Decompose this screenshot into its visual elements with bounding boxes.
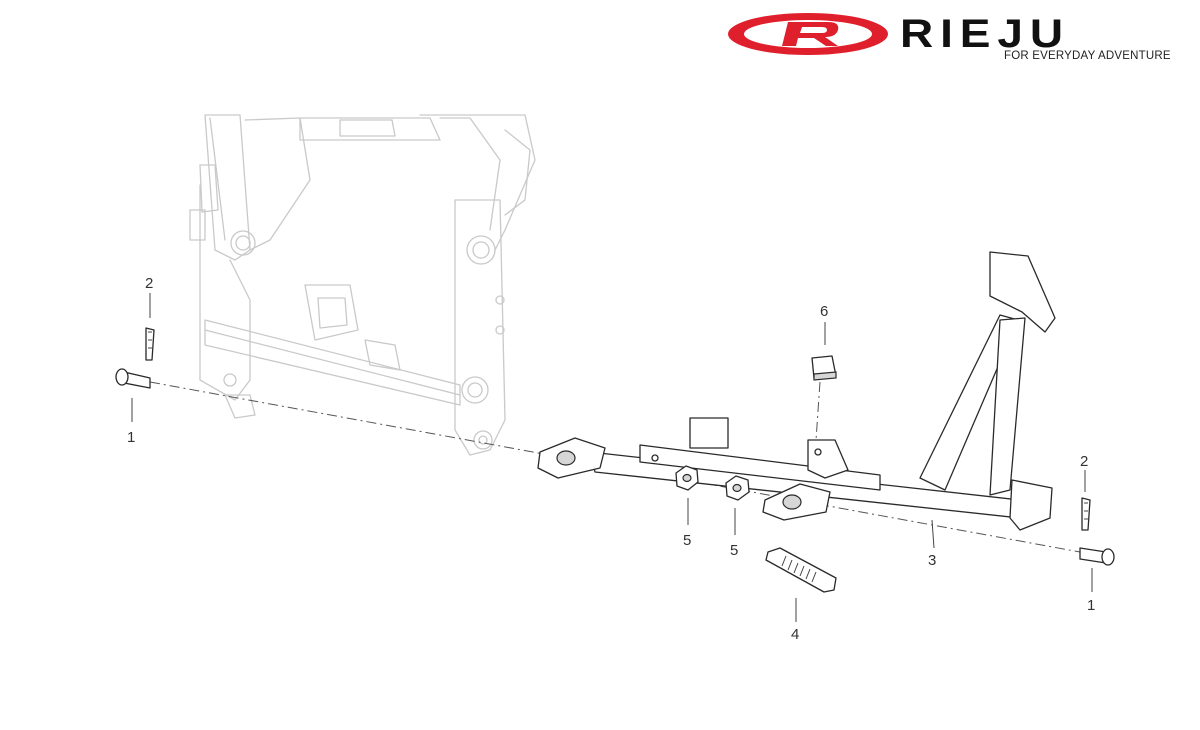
callout-nut-a: 5	[683, 532, 691, 549]
pivot-axis-line	[149, 381, 1081, 553]
frame-outline	[189, 114, 536, 456]
leader-stand	[931, 519, 935, 549]
pivot-pin-left	[115, 368, 151, 389]
callout-pin-left: 1	[127, 429, 135, 446]
brand-wordmark: RIEJU	[900, 12, 1070, 56]
brand-tagline: FOR EVERYDAY ADVENTURE	[1004, 50, 1171, 62]
rubber-bumper	[811, 355, 837, 381]
return-spring	[765, 547, 837, 593]
cotter-clip-right	[1081, 497, 1091, 531]
hex-nut-a	[675, 465, 699, 491]
callout-nut-b: 5	[730, 542, 738, 559]
callout-clip-left: 2	[145, 275, 153, 292]
hex-nut-b	[725, 475, 750, 501]
bumper-axis-line	[815, 381, 821, 441]
center-stand	[537, 251, 1056, 531]
callout-clip-right: 2	[1080, 453, 1088, 470]
pivot-pin-right	[1079, 547, 1115, 566]
cotter-clip-left	[145, 327, 155, 361]
callout-pin-right: 1	[1087, 597, 1095, 614]
rieju-logo: RIEJU FOR EVERYDAY ADVENTURE	[724, 8, 1190, 68]
callout-stand: 3	[928, 552, 936, 569]
logo-emblem	[728, 13, 888, 55]
callout-spring: 4	[791, 626, 799, 643]
callout-bumper: 6	[820, 303, 828, 320]
